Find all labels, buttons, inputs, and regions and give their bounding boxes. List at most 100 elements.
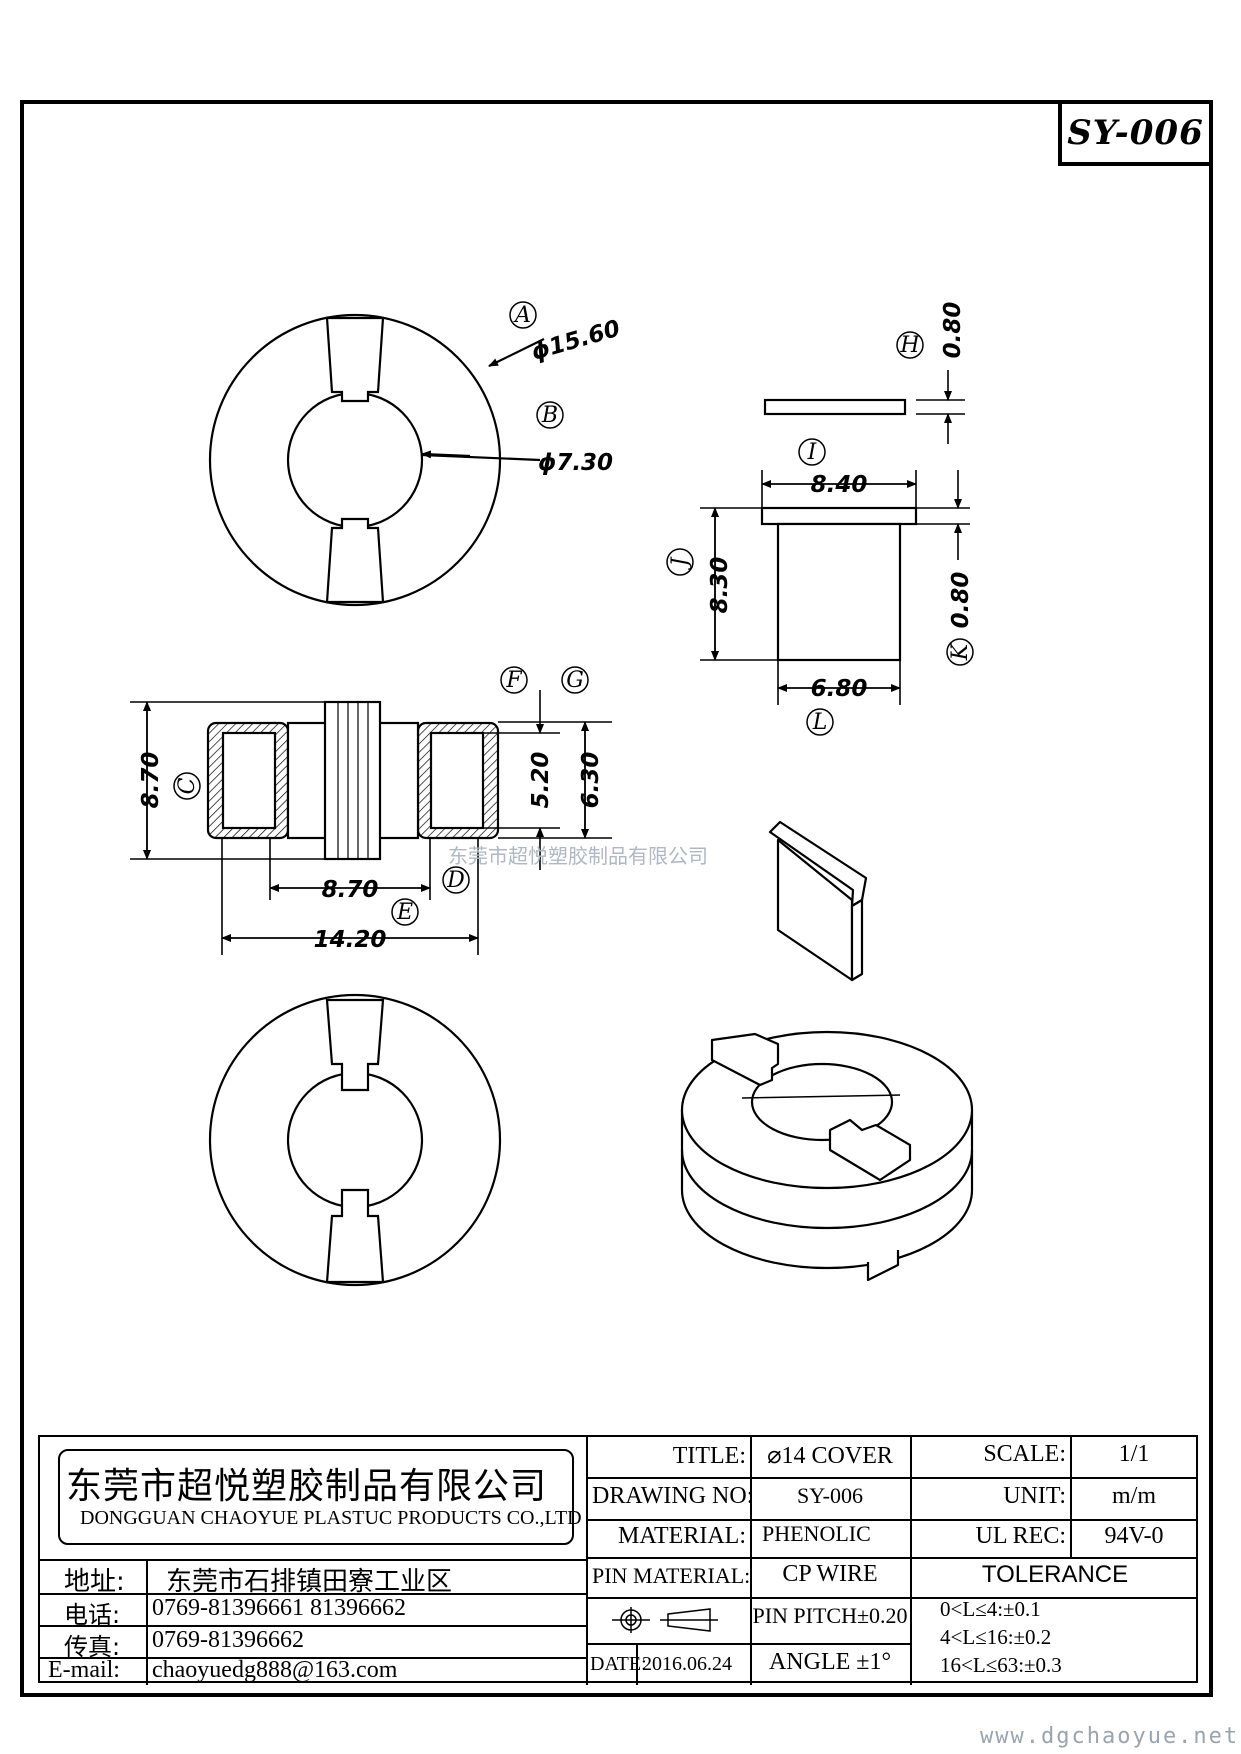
email-label: E-mail: <box>48 1657 120 1683</box>
address-value: 东莞市石排镇田寮工业区 <box>166 1567 453 1597</box>
tolerance-row-3: 16<L≤63:±0.3 <box>940 1653 1062 1677</box>
callout-h: H <box>896 331 924 359</box>
dim-a: ϕ15.60 <box>528 316 623 366</box>
date-value: 2016.06.24 <box>642 1653 732 1675</box>
callout-b-letter: B <box>541 403 558 428</box>
dim-c: 8.70 <box>138 752 164 809</box>
title-block: 东莞市超悦塑胶制品有限公司 DONGGUAN CHAOYUE PLASTUC P… <box>38 1435 1198 1685</box>
callout-b: B <box>536 401 564 429</box>
callout-h-letter: H <box>899 333 920 358</box>
callout-e-letter: E <box>396 900 413 925</box>
callout-f: F <box>500 666 528 694</box>
watermark: 东莞市超悦塑胶制品有限公司 <box>448 844 708 868</box>
section-dimension-lines <box>130 690 612 955</box>
dim-l: 6.80 <box>811 676 868 702</box>
callout-d-letter: D <box>446 868 465 893</box>
dim-k: 0.80 <box>948 572 974 629</box>
dim-j: 8.30 <box>707 557 733 614</box>
projection-symbol-icon <box>612 1607 718 1633</box>
unit-label: UNIT: <box>1003 1483 1066 1509</box>
title-label: TITLE: <box>672 1443 746 1469</box>
bottom-view-outer-circle <box>208 993 502 1287</box>
top-view-tab-top <box>325 316 385 403</box>
callout-l: L <box>806 708 834 736</box>
email-value: chaoyuedg888@163.com <box>152 1657 398 1683</box>
ul-value: 94V-0 <box>1104 1523 1164 1549</box>
fax-value: 0769-81396662 <box>152 1627 304 1653</box>
drawing-frame <box>20 100 1213 1697</box>
angle-tolerance: ANGLE ±1° <box>768 1649 892 1675</box>
phone-label: 电话: <box>64 1601 121 1629</box>
section-right-cavity <box>429 731 485 830</box>
company-name-en: DONGGUAN CHAOYUE PLASTUC PRODUCTS CO.,LT… <box>80 1507 582 1529</box>
callout-g-letter: G <box>566 668 584 693</box>
callout-k: K <box>946 638 974 666</box>
callout-j-letter: J <box>668 556 693 570</box>
pin-plate <box>763 398 907 416</box>
tolerance-row-2: 4<L≤16:±0.2 <box>940 1625 1052 1649</box>
unit-value: m/m <box>1111 1483 1156 1509</box>
pin-views <box>760 398 918 662</box>
company-box: 东莞市超悦塑胶制品有限公司 DONGGUAN CHAOYUE PLASTUC P… <box>58 1449 582 1545</box>
phone-value: 0769-81396661 81396662 <box>152 1595 406 1621</box>
callout-e: E <box>391 898 419 926</box>
pin-material-value: CP WIRE <box>782 1561 878 1587</box>
dim-fg-inner: 5.20 <box>528 752 554 809</box>
address-label: 地址: <box>64 1567 125 1597</box>
dim-b: ϕ7.30 <box>538 450 613 476</box>
callout-f-letter: F <box>505 668 522 693</box>
top-view <box>208 313 545 607</box>
projection-symbol <box>610 1605 720 1635</box>
date-label: DATE: <box>590 1653 647 1675</box>
pin-material-label: PIN MATERIAL: <box>592 1563 751 1588</box>
leader-b-arrow <box>421 450 471 459</box>
bottom-view <box>208 993 502 1287</box>
drawing-no-value: SY-006 <box>796 1483 863 1508</box>
callout-i: I <box>798 438 826 466</box>
leader-a <box>488 338 545 367</box>
fax-label: 传真: <box>64 1633 121 1661</box>
technical-drawing: A ϕ15.60 B ϕ7.30 <box>130 301 974 1287</box>
tolerance-label: TOLERANCE <box>981 1561 1129 1588</box>
material-label: MATERIAL: <box>618 1523 746 1549</box>
callout-g: G <box>561 666 589 694</box>
top-view-inner-circle <box>286 391 424 529</box>
dim-d: 8.70 <box>322 877 379 903</box>
part-number-box: SY-006 <box>1058 104 1209 166</box>
dim-h: 0.80 <box>940 302 966 359</box>
title-value: ⌀14 COVER <box>767 1443 893 1469</box>
assembly-isometric <box>680 1030 974 1282</box>
callout-a: A <box>509 301 537 329</box>
top-view-tab-bottom <box>325 517 385 604</box>
bottom-view-tab-bottom <box>325 1188 385 1284</box>
section-left-cavity <box>221 731 277 830</box>
part-number: SY-006 <box>1067 113 1204 153</box>
pin-pitch: PIN PITCH±0.20 <box>752 1603 908 1628</box>
callout-j: J <box>666 548 694 576</box>
pin-dimension-lines <box>700 370 970 705</box>
scale-value: 1/1 <box>1118 1441 1150 1467</box>
ul-label: UL REC: <box>975 1523 1066 1549</box>
footer-url: www.dgchaoyue.net <box>980 1724 1240 1749</box>
bottom-view-tab-top <box>325 998 385 1092</box>
company-name-cn: 东莞市超悦塑胶制品有限公司 <box>66 1466 548 1507</box>
callout-a-letter: A <box>513 303 531 328</box>
callout-c: C <box>173 772 201 800</box>
callout-l-letter: L <box>812 710 828 735</box>
pin-isometric <box>768 820 868 982</box>
scale-label: SCALE: <box>983 1441 1066 1467</box>
section-view <box>206 700 500 861</box>
bottom-view-inner-circle <box>286 1071 424 1209</box>
callout-c-letter: C <box>175 777 200 794</box>
drawing-no-label: DRAWING NO: <box>592 1483 754 1509</box>
pin-body <box>776 522 902 662</box>
material-value: PHENOLIC <box>762 1521 871 1546</box>
dim-i: 8.40 <box>811 472 868 498</box>
callout-i-letter: I <box>807 440 818 465</box>
section-center-pin <box>323 700 382 861</box>
pin-head <box>760 506 918 526</box>
callout-d: D <box>442 866 470 894</box>
top-view-outer-circle <box>208 313 502 607</box>
callout-k-letter: K <box>948 642 973 661</box>
tolerance-row-1: 0<L≤4:±0.1 <box>940 1597 1041 1621</box>
